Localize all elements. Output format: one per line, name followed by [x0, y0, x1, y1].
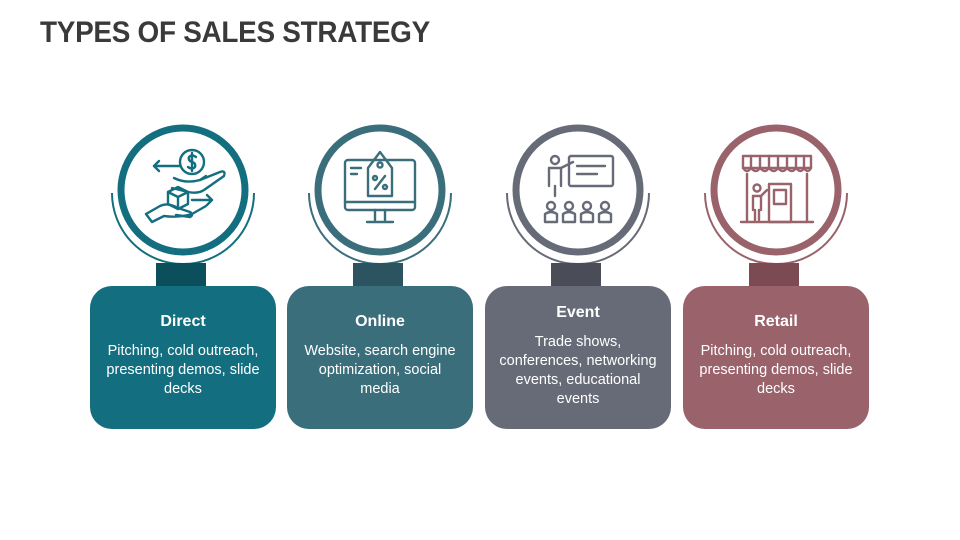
connector-direct [156, 263, 206, 289]
icon-ring-direct [111, 124, 255, 265]
strategy-column-event: Event Trade shows, conferences, networki… [483, 118, 673, 430]
icon-ring-event [506, 124, 650, 265]
card-text-online: Website, search engine optimization, soc… [304, 343, 456, 397]
strategy-column-retail: Retail Pitching, cold outreach, presenti… [681, 118, 871, 430]
card-title-online: Online [355, 313, 405, 330]
presentation-audience-icon [543, 154, 615, 224]
connector-online [353, 263, 403, 289]
connector-retail [749, 263, 799, 289]
card-direct: Direct Pitching, cold outreach, presenti… [90, 286, 276, 429]
storefront-icon [739, 154, 815, 224]
card-text-retail: Pitching, cold outreach, presenting demo… [699, 343, 853, 397]
card-retail: Retail Pitching, cold outreach, presenti… [683, 286, 869, 429]
card-text-event: Trade shows, conferences, networking eve… [499, 334, 657, 407]
monitor-price-tag-icon [343, 150, 417, 224]
card-online: Online Website, search engine optimizati… [287, 286, 473, 429]
card-title-event: Event [556, 304, 600, 321]
card-title-direct: Direct [160, 313, 206, 330]
hands-exchange-icon [144, 148, 226, 224]
strategy-column-online: Online Website, search engine optimizati… [285, 118, 475, 430]
connector-event [551, 263, 601, 289]
icon-ring-retail [704, 124, 848, 265]
strategy-column-direct: Direct Pitching, cold outreach, presenti… [88, 118, 278, 430]
page-title: TYPES OF SALES STRATEGY [40, 16, 430, 49]
card-title-retail: Retail [754, 313, 798, 330]
card-event: Event Trade shows, conferences, networki… [485, 286, 671, 429]
card-text-direct: Pitching, cold outreach, presenting demo… [106, 343, 260, 397]
